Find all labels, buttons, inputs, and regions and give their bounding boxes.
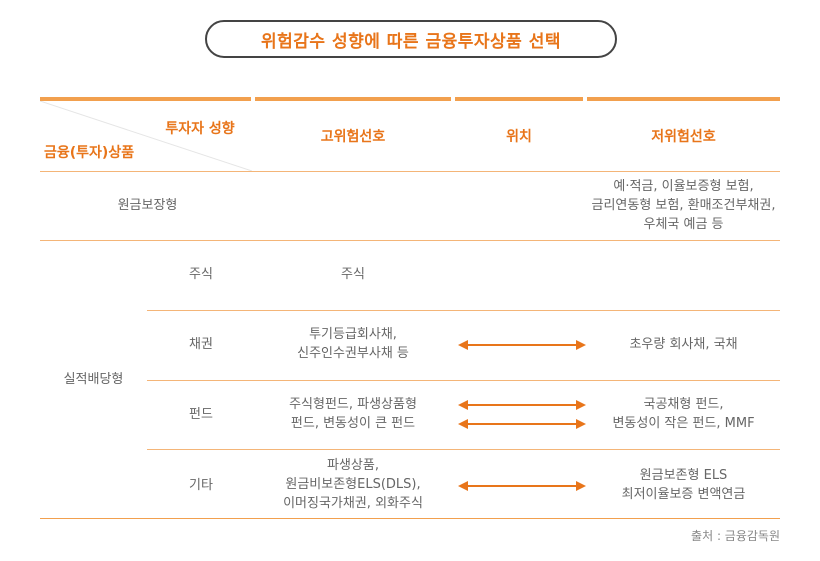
row-divider	[147, 380, 780, 381]
row-divider	[40, 171, 780, 172]
column-header-high-risk: 고위험선호	[320, 129, 386, 145]
cell-other-low-risk: 원금보존형 ELS 최저이율보증 변액연금	[621, 468, 746, 502]
cell-stock-high-risk: 주식	[341, 267, 365, 282]
row-label-other: 기타	[189, 478, 213, 493]
row-label-stock: 주식	[189, 267, 213, 282]
double-arrow-icon	[458, 400, 586, 410]
cell-bond-low-risk: 초우량 회사채, 국채	[629, 337, 738, 352]
row-divider	[40, 240, 780, 241]
table-bottom-border	[40, 518, 780, 519]
row-divider	[147, 310, 780, 311]
table-top-border	[40, 97, 780, 101]
row-label-bond: 채권	[189, 337, 213, 352]
row-label-guaranteed: 원금보장형	[117, 198, 178, 213]
source-note: 출처 : 금융감독원	[691, 529, 780, 543]
corner-header-bottom: 금융(투자)상품	[44, 145, 135, 161]
column-header-position: 위치	[506, 129, 532, 145]
row-divider	[147, 449, 780, 450]
double-arrow-icon	[458, 340, 586, 350]
row-label-fund: 펀드	[189, 407, 213, 422]
header-diagonal-line	[40, 101, 252, 171]
cell-bond-high-risk: 투기등급회사채, 신주인수권부사채 등	[297, 327, 409, 361]
cell-fund-high-risk: 주식형펀드, 파생상품형 펀드, 변동성이 큰 펀드	[289, 397, 417, 431]
corner-header-top: 투자자 성향	[165, 121, 235, 137]
column-header-low-risk: 저위험선호	[651, 129, 716, 145]
cell-other-high-risk: 파생상품, 원금비보존형ELS(DLS), 이머징국가채권, 외화주식	[283, 458, 423, 511]
double-arrow-icon	[458, 419, 586, 429]
cell-guaranteed-low-risk: 예·적금, 이율보증형 보험, 금리연동형 보험, 환매조건부채권, 우체국 예…	[591, 179, 776, 232]
double-arrow-icon	[458, 481, 586, 491]
cell-fund-low-risk: 국공채형 펀드, 변동성이 작은 펀드, MMF	[612, 397, 755, 431]
row-label-performance: 실적배당형	[63, 372, 124, 387]
page-title: 위험감수 성향에 따른 금융투자상품 선택	[260, 31, 562, 52]
title-box: 위험감수 성향에 따른 금융투자상품 선택	[205, 20, 617, 58]
